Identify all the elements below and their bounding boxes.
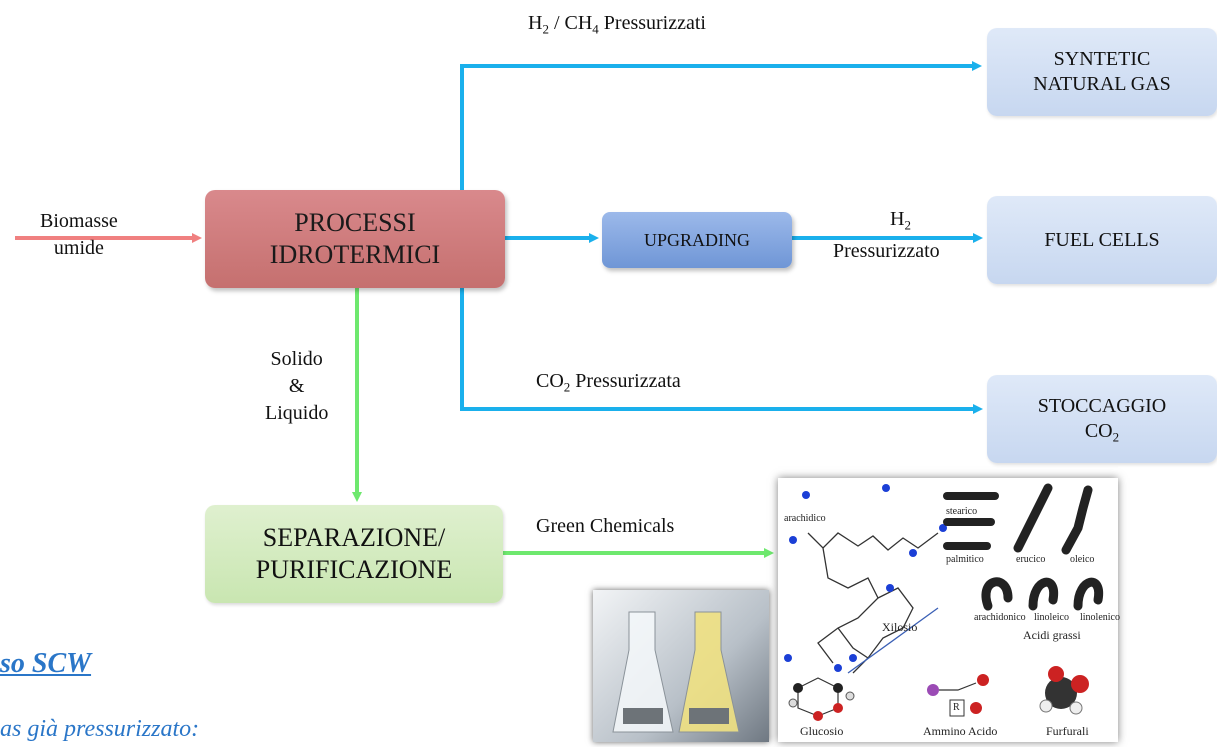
h2-sub: 2 bbox=[904, 217, 911, 233]
fatty-label-linoleico: linoleico bbox=[1034, 612, 1069, 623]
biomasse-line1: Biomasse bbox=[40, 210, 118, 232]
fatty-label-stearico: stearico bbox=[946, 506, 978, 517]
xilosio-atoms bbox=[784, 484, 947, 672]
glucosio-label: Glucosio bbox=[800, 724, 844, 738]
biomasse-umide-label: Biomasse umide bbox=[40, 208, 118, 262]
fatty-label-arachidico: arachidico bbox=[784, 513, 826, 524]
biomasse-line2: umide bbox=[53, 237, 104, 259]
fatty-label-arachidonico: arachidonico bbox=[974, 612, 1026, 623]
upgrading-box: UPGRADING bbox=[602, 212, 792, 268]
ammino-r-label: R bbox=[953, 702, 960, 713]
co2-press-sub: 2 bbox=[563, 379, 571, 395]
glucosio-structure bbox=[788, 677, 855, 721]
co2-press-rest: Pressurizzata bbox=[570, 370, 681, 392]
green-chemicals-label: Green Chemicals bbox=[536, 515, 675, 537]
molecules-image-panel: arachidico stearico palmitico erucico ol… bbox=[778, 478, 1120, 742]
solido-line2: & bbox=[288, 375, 305, 397]
ammino-acido-structure bbox=[927, 674, 989, 717]
co2-pressurizzata-label: CO2 Pressurizzata bbox=[536, 368, 681, 395]
ammino-acido-label: Ammino Acido bbox=[923, 724, 998, 738]
stoccaggio-co2-base: CO bbox=[1084, 420, 1113, 442]
fatty-label-palmitico: palmitico bbox=[946, 554, 984, 565]
h2-ch4-sub2: 4 bbox=[592, 21, 599, 37]
separazione-box: SEPARAZIONE/ PURIFICAZIONE bbox=[205, 505, 503, 603]
fuel-cells-label: FUEL CELLS bbox=[1044, 228, 1160, 251]
fatty-label-erucico: erucico bbox=[1016, 554, 1046, 565]
processi-line2: IDROTERMICI bbox=[269, 240, 441, 269]
separazione-line2: PURIFICAZIONE bbox=[255, 555, 453, 584]
h2-ch4-mid: / CH bbox=[548, 12, 593, 34]
h2-ch4-sub1: 2 bbox=[542, 21, 549, 37]
syntetic-natural-gas-box: SYNTETIC NATURAL GAS bbox=[987, 28, 1217, 116]
h2-base: H bbox=[890, 208, 905, 230]
stoccaggio-line1: STOCCAGGIO bbox=[1037, 395, 1167, 417]
solido-line3: Liquido bbox=[265, 402, 329, 424]
fuel-cells-box: FUEL CELLS bbox=[987, 196, 1217, 284]
h2-ch4-rest: Pressurizzati bbox=[598, 12, 706, 34]
stoccaggio-co2-sub: 2 bbox=[1112, 429, 1120, 445]
pressurizzato-label: Pressurizzato bbox=[833, 240, 940, 262]
solido-liquido-label: Solido & Liquido bbox=[265, 346, 328, 427]
acidi-grassi-label: Acidi grassi bbox=[1023, 628, 1081, 642]
h2-label: H2 bbox=[890, 206, 911, 233]
molecules-drawing bbox=[784, 483, 1104, 721]
processi-idrotermici-box: PROCESSI IDROTERMICI bbox=[205, 190, 505, 288]
xilosio-structure bbox=[807, 532, 939, 674]
fatty-label-oleico: oleico bbox=[1070, 554, 1095, 565]
xilosio-label: Xilosio bbox=[882, 620, 918, 634]
arrow-to-syntetic-gas bbox=[460, 61, 982, 190]
arrow-to-stoccaggio bbox=[460, 288, 983, 414]
scw-heading: so SCW bbox=[0, 648, 92, 679]
h2-ch4-pressurizzati-label: H2 / CH4 Pressurizzati bbox=[528, 10, 706, 37]
processi-line1: PROCESSI bbox=[294, 207, 416, 237]
syntetic-line1: SYNTETIC bbox=[1053, 48, 1151, 70]
furfurali-structure bbox=[1039, 666, 1089, 715]
stoccaggio-line2: CO2 bbox=[1085, 419, 1119, 444]
fatty-label-linolenico: linolenico bbox=[1080, 612, 1120, 623]
h2-ch4-h: H bbox=[528, 12, 543, 34]
upgrading-label: UPGRADING bbox=[643, 229, 750, 250]
stoccaggio-co2-box: STOCCAGGIO CO2 bbox=[987, 375, 1217, 463]
co2-press-base: CO bbox=[536, 370, 564, 392]
furfurali-label: Furfurali bbox=[1046, 724, 1089, 738]
fatty-acid-chains bbox=[943, 483, 1104, 611]
gas-pressurizzato-text: as già pressurizzato: bbox=[0, 716, 200, 742]
syntetic-line2: NATURAL GAS bbox=[1033, 73, 1171, 95]
flasks-photo-panel bbox=[593, 590, 769, 742]
solido-line1: Solido bbox=[270, 348, 323, 370]
separazione-line1: SEPARAZIONE/ bbox=[262, 522, 446, 552]
flasks-drawing bbox=[612, 611, 740, 733]
